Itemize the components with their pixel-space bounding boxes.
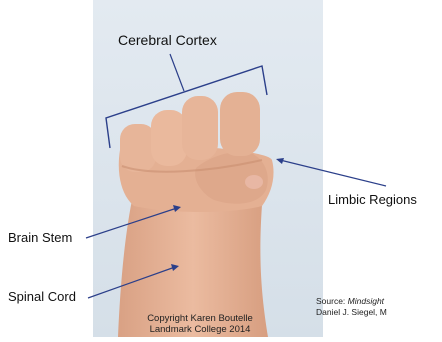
copyright-line-1: Copyright Karen Boutelle <box>125 314 275 324</box>
spinal-cord-label: Spinal Cord <box>8 290 76 303</box>
source-line-1: Source: Mindsight <box>316 297 384 306</box>
index-finger <box>120 124 156 172</box>
little-finger <box>220 92 260 156</box>
copyright-line-2: Landmark College 2014 <box>125 325 275 335</box>
brain-stem-label: Brain Stem <box>8 231 72 244</box>
source-line-2: Daniel J. Siegel, M <box>316 308 387 317</box>
source-title: Mindsight <box>348 296 384 306</box>
middle-finger <box>151 110 187 166</box>
source-prefix: Source: <box>316 296 348 306</box>
ring-finger <box>182 96 218 160</box>
limbic-regions-label: Limbic Regions <box>328 193 417 206</box>
thumbnail <box>245 175 263 189</box>
cerebral-cortex-label: Cerebral Cortex <box>118 33 217 47</box>
